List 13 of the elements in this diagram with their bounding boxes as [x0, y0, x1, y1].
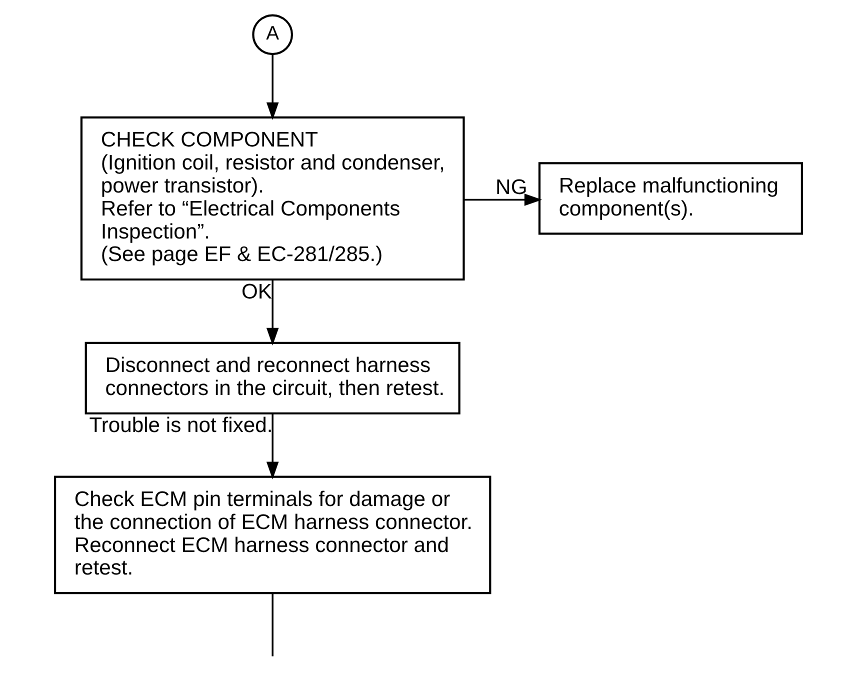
edge-label: Trouble is not fixed.: [88, 414, 272, 438]
node-box: Replace malfunctioning component(s).: [538, 162, 803, 235]
edge-label: OK: [240, 280, 272, 304]
edge-label: NG: [495, 176, 527, 199]
arrow: [266, 280, 278, 346]
node-box: Disconnect and reconnect harness connectors in the circuit, then retest.: [84, 342, 460, 414]
arrow: [464, 194, 542, 206]
connector: [271, 593, 273, 656]
node-circle: A: [252, 14, 293, 56]
node-box: CHECK COMPONENT (Ignition coil, resistor and condenser, power transistor). Refer to “Electrical Components Inspection”. (See page EF & EC-281/285.): [80, 116, 464, 281]
arrow: [266, 414, 278, 480]
arrow: [266, 54, 278, 120]
node-box: Check ECM pin terminals for damage or the connection of ECM harness connector. Reconnect ECM harness connector and retest.: [53, 476, 491, 594]
